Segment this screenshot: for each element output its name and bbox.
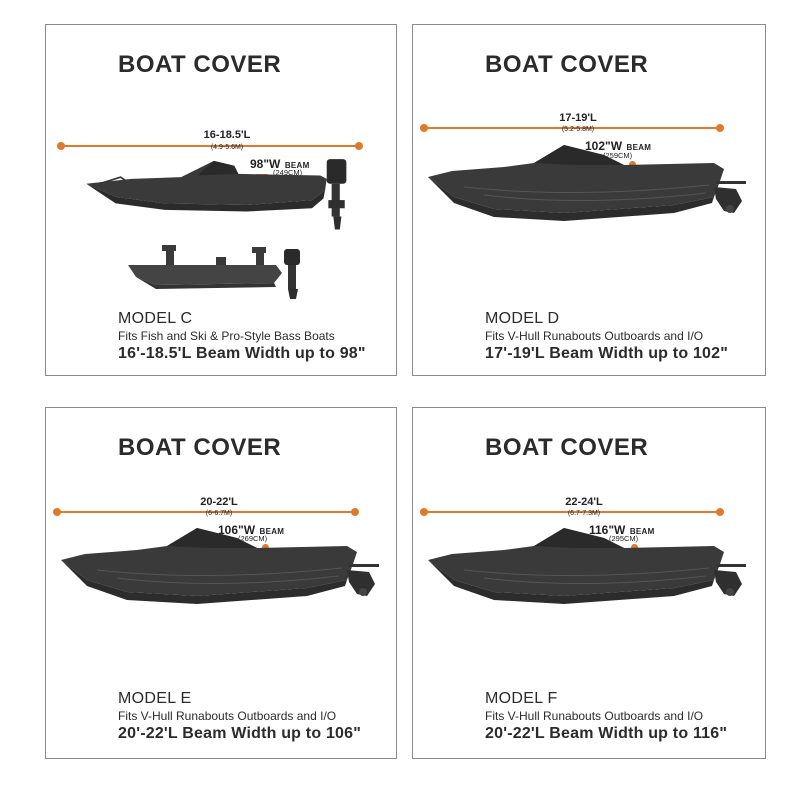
panel-model-c: BOAT COVER 16-18.5'L (4.9-5.6M) 98"W BEA… xyxy=(45,24,397,376)
panel-model-e: BOAT COVER 20-22'L (6-6.7M) 106"W BEAM (… xyxy=(45,407,397,759)
beam-label: 106"W BEAM xyxy=(218,521,284,539)
length-label: 20-22'L xyxy=(200,496,238,508)
beam-label: 98"W BEAM xyxy=(250,155,310,173)
length-line xyxy=(424,511,720,513)
model-name: MODEL E xyxy=(118,690,192,707)
length-line xyxy=(57,511,355,513)
fits-description: Fits V-Hull Runabouts Outboards and I/O xyxy=(485,709,704,723)
beam-metric: (249CM) xyxy=(273,168,303,177)
length-dot-right xyxy=(355,142,363,150)
model-name: MODEL D xyxy=(485,310,560,327)
size-spec: 20'-22'L Beam Width up to 116" xyxy=(485,725,728,742)
model-name: MODEL F xyxy=(485,690,558,707)
beam-value: 102"W xyxy=(585,139,623,153)
fish-ski-boat-image xyxy=(54,151,390,241)
runabout-boat-image xyxy=(54,520,390,620)
fits-description: Fits V-Hull Runabouts Outboards and I/O xyxy=(118,709,337,723)
length-label: 16-18.5'L xyxy=(203,129,251,141)
beam-dot xyxy=(629,161,636,168)
length-label: 22-24'L xyxy=(565,496,603,508)
beam-value: 116"W xyxy=(589,523,626,537)
length-label: 17-19'L xyxy=(559,112,597,124)
beam-value: 106"W xyxy=(218,523,256,537)
size-spec: 16'-18.5'L Beam Width up to 98" xyxy=(118,345,366,362)
fits-description: Fits Fish and Ski & Pro-Style Bass Boats xyxy=(118,329,335,343)
runabout-boat-image xyxy=(421,520,757,620)
beam-word: BEAM xyxy=(259,527,285,536)
size-spec: 17'-19'L Beam Width up to 102" xyxy=(485,345,729,362)
length-metric: (6-6.7M) xyxy=(205,510,233,517)
beam-value: 98"W xyxy=(250,157,281,171)
length-metric: (5.2-5.8M) xyxy=(561,126,595,133)
beam-metric: (269CM) xyxy=(238,534,268,543)
length-dot-right xyxy=(716,508,724,516)
fits-description: Fits V-Hull Runabouts Outboards and I/O xyxy=(485,329,704,343)
beam-word: BEAM xyxy=(626,143,652,152)
panel-title: BOAT COVER xyxy=(485,51,649,78)
beam-metric: (295CM) xyxy=(609,534,639,543)
panel-title: BOAT COVER xyxy=(118,434,282,461)
length-line xyxy=(424,127,720,129)
panel-title: BOAT COVER xyxy=(485,434,649,461)
bass-boat-image xyxy=(126,243,306,303)
panel-model-d: BOAT COVER 17-19'L (5.2-5.8M) 102"W BEAM… xyxy=(412,24,766,376)
beam-label: 102"W BEAM xyxy=(585,137,651,155)
beam-word: BEAM xyxy=(629,527,655,536)
panel-title: BOAT COVER xyxy=(118,51,282,78)
beam-dot xyxy=(631,544,638,551)
beam-label: 116"W BEAM xyxy=(589,521,655,539)
length-metric: (4.9-5.6M) xyxy=(210,144,244,151)
model-name: MODEL C xyxy=(118,310,193,327)
length-dot-right xyxy=(716,124,724,132)
length-line xyxy=(61,145,359,147)
size-spec: 20'-22'L Beam Width up to 106" xyxy=(118,725,362,742)
beam-dot xyxy=(262,544,269,551)
length-dot-right xyxy=(351,508,359,516)
length-metric: (6.7-7.3M) xyxy=(567,510,601,517)
beam-word: BEAM xyxy=(284,161,310,170)
panel-model-f: BOAT COVER 22-24'L (6.7-7.3M) 116"W BEAM… xyxy=(412,407,766,759)
runabout-boat-image xyxy=(421,137,757,237)
beam-metric: (259CM) xyxy=(603,151,633,160)
